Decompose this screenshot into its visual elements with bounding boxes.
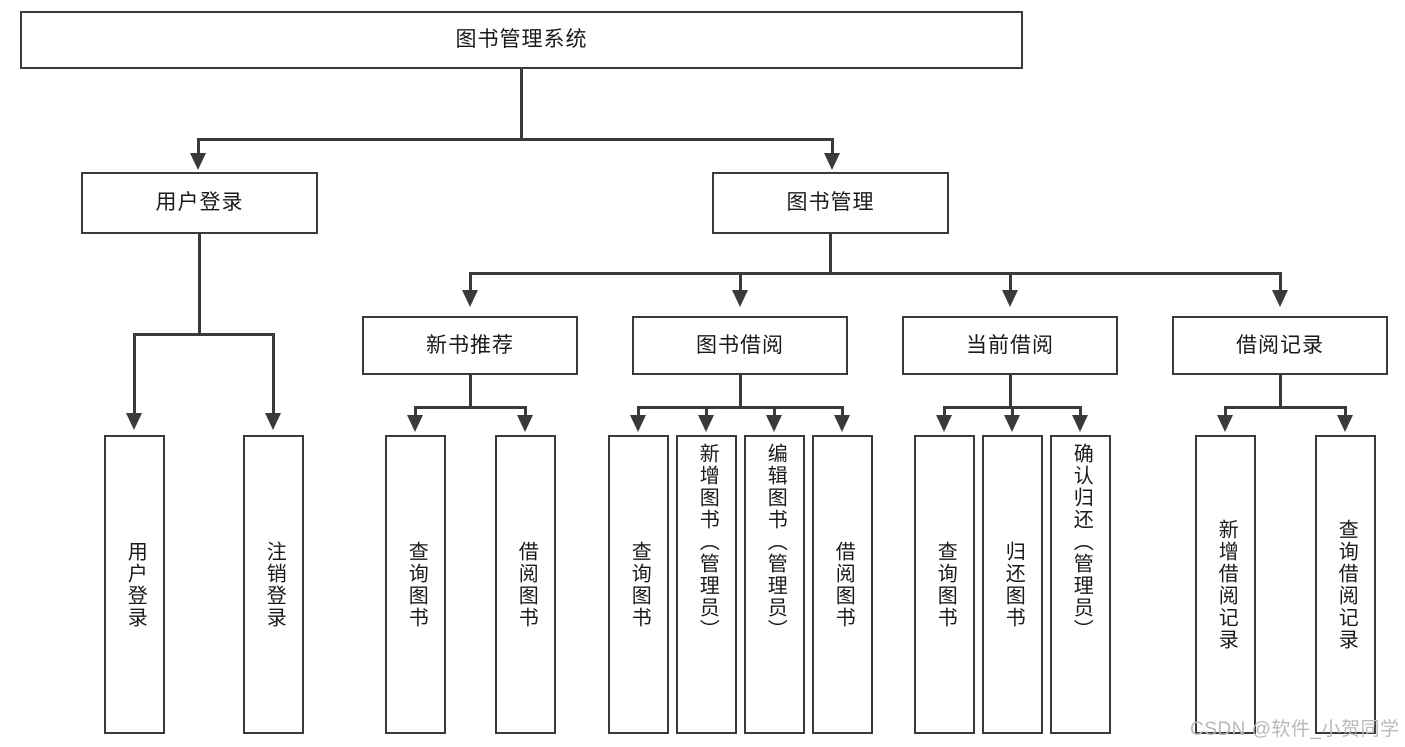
leaf-new-book-query[interactable]: 查询图书 (385, 435, 446, 734)
node-current-borrow[interactable]: 当前借阅 (902, 316, 1118, 375)
connector-user-login-bus (133, 333, 275, 336)
connector-new-book-stem (469, 375, 472, 408)
node-label: 查询图书 (628, 540, 651, 629)
connector-book-mgmt-to-l3-1 (469, 272, 472, 295)
node-label: 用户登录 (124, 540, 147, 629)
connector-current-borrow-to-leaf-3 (1079, 406, 1082, 419)
arrow-current-borrow-to-leaf-3 (1072, 415, 1088, 432)
connector-book-mgmt-bus (469, 272, 1281, 275)
node-label: 注销登录 (263, 540, 286, 629)
arrow-book-borrow-to-leaf-2 (698, 415, 714, 432)
node-label: 当前借阅 (966, 333, 1054, 357)
connector-root-stem (520, 69, 523, 140)
arrow-current-borrow-to-leaf-2 (1004, 415, 1020, 432)
arrow-book-mgmt-to-l3-2 (732, 290, 748, 307)
node-label: 编辑图书（管理员） (764, 443, 787, 641)
connector-new-book-to-leaf-1 (414, 406, 417, 419)
node-root-system[interactable]: 图书管理系统 (20, 11, 1023, 69)
connector-book-mgmt-to-l3-2 (739, 272, 742, 295)
node-label: 借阅记录 (1236, 333, 1324, 357)
connector-book-borrow-to-leaf-1 (637, 406, 640, 419)
arrow-book-borrow-to-leaf-3 (766, 415, 782, 432)
arrow-new-book-to-leaf-2 (517, 415, 533, 432)
connector-root-to-user-login (197, 138, 200, 158)
arrow-book-mgmt-to-l3-4 (1272, 290, 1288, 307)
node-label: 新增借阅记录 (1215, 518, 1238, 651)
leaf-current-borrow-return[interactable]: 归还图书 (982, 435, 1043, 734)
node-label: 查询借阅记录 (1335, 518, 1358, 651)
leaf-borrow-record-add[interactable]: 新增借阅记录 (1195, 435, 1256, 734)
leaf-current-borrow-confirm-return[interactable]: 确认归还（管理员） (1050, 435, 1111, 734)
arrow-borrow-record-to-leaf-1 (1217, 415, 1233, 432)
connector-book-mgmt-stem (829, 234, 832, 274)
connector-book-borrow-to-leaf-2 (705, 406, 708, 419)
connector-book-borrow-bus (637, 406, 842, 409)
connector-current-borrow-to-leaf-2 (1011, 406, 1014, 419)
leaf-borrow-record-query[interactable]: 查询借阅记录 (1315, 435, 1376, 734)
connector-user-login-to-leaf-2 (272, 333, 275, 418)
connector-book-borrow-to-leaf-4 (841, 406, 844, 419)
connector-book-borrow-stem (739, 375, 742, 408)
connector-current-borrow-stem (1009, 375, 1012, 408)
leaf-new-book-borrow[interactable]: 借阅图书 (495, 435, 556, 734)
connector-root-to-book-mgmt (831, 138, 834, 158)
leaf-book-borrow-query[interactable]: 查询图书 (608, 435, 669, 734)
node-label: 借阅图书 (832, 540, 855, 629)
arrow-book-mgmt-to-l3-1 (462, 290, 478, 307)
connector-borrow-record-to-leaf-2 (1344, 406, 1347, 419)
node-label: 查询图书 (405, 540, 428, 629)
node-label: 查询图书 (934, 540, 957, 629)
node-label: 新书推荐 (426, 333, 514, 357)
leaf-book-borrow-add[interactable]: 新增图书（管理员） (676, 435, 737, 734)
node-borrow-record[interactable]: 借阅记录 (1172, 316, 1388, 375)
leaf-user-login-login[interactable]: 用户登录 (104, 435, 165, 734)
connector-user-login-to-leaf-1 (133, 333, 136, 418)
arrow-book-mgmt-to-l3-3 (1002, 290, 1018, 307)
node-label: 新增图书（管理员） (696, 443, 719, 641)
node-label: 图书管理系统 (455, 28, 588, 52)
arrow-book-borrow-to-leaf-1 (630, 415, 646, 432)
leaf-book-borrow-borrow[interactable]: 借阅图书 (812, 435, 873, 734)
connector-borrow-record-to-leaf-1 (1224, 406, 1227, 419)
connector-current-borrow-to-leaf-1 (943, 406, 946, 419)
node-label: 借阅图书 (515, 540, 538, 629)
connector-borrow-record-bus (1224, 406, 1345, 409)
node-label: 归还图书 (1002, 540, 1025, 629)
connector-root-bus (197, 138, 834, 141)
connector-book-mgmt-to-l3-3 (1009, 272, 1012, 295)
node-label: 用户登录 (155, 191, 244, 215)
node-label: 图书借阅 (696, 333, 784, 357)
arrow-root-to-user-login (190, 153, 206, 170)
node-user-login[interactable]: 用户登录 (81, 172, 318, 234)
connector-new-book-to-leaf-2 (524, 406, 527, 419)
arrow-user-login-to-leaf-2 (265, 413, 281, 430)
arrow-current-borrow-to-leaf-1 (936, 415, 952, 432)
node-book-management[interactable]: 图书管理 (712, 172, 949, 234)
leaf-user-login-logout[interactable]: 注销登录 (243, 435, 304, 734)
arrow-new-book-to-leaf-1 (407, 415, 423, 432)
arrow-root-to-book-mgmt (824, 153, 840, 170)
connector-book-borrow-to-leaf-3 (773, 406, 776, 419)
leaf-book-borrow-edit[interactable]: 编辑图书（管理员） (744, 435, 805, 734)
connector-new-book-bus (414, 406, 525, 409)
arrow-book-borrow-to-leaf-4 (834, 415, 850, 432)
arrow-user-login-to-leaf-1 (126, 413, 142, 430)
leaf-current-borrow-query[interactable]: 查询图书 (914, 435, 975, 734)
connector-book-mgmt-to-l3-4 (1279, 272, 1282, 295)
node-label: 确认归还（管理员） (1070, 443, 1093, 641)
arrow-borrow-record-to-leaf-2 (1337, 415, 1353, 432)
node-new-book-recommend[interactable]: 新书推荐 (362, 316, 578, 375)
node-label: 图书管理 (786, 191, 875, 215)
node-book-borrow[interactable]: 图书借阅 (632, 316, 848, 375)
connector-borrow-record-stem (1279, 375, 1282, 408)
connector-user-login-stem (198, 234, 201, 335)
